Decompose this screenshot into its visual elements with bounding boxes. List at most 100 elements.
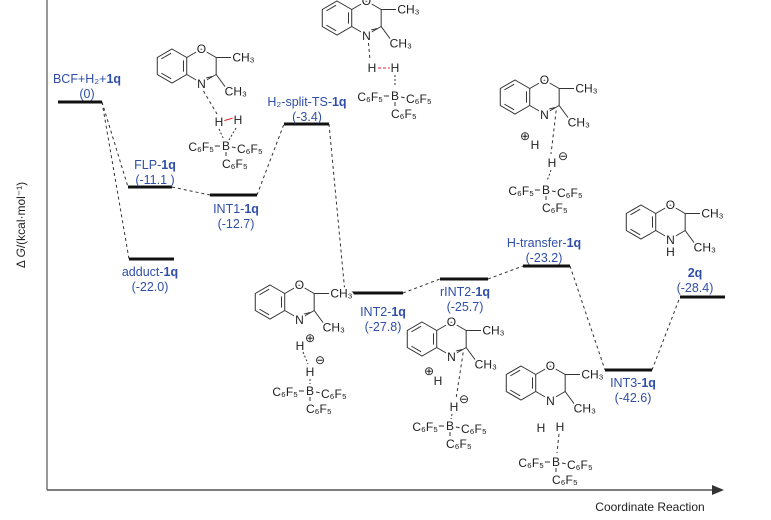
bond [351,26,367,36]
c6f5-group: C₆F₅ [406,92,432,106]
bond [351,0,367,10]
negative-charge-icon: ⊖ [558,149,568,163]
hydrogen-atom: H [556,420,565,434]
benzene-ring [505,365,537,401]
level-name-compound: 1q [164,265,179,279]
level-energy: (-12.7) [218,217,255,231]
y-label-units: /(kcal·mol⁻¹) [14,182,28,248]
c6f5-group: C₆F₅ [567,458,593,472]
bond [228,127,237,141]
bond [684,230,695,244]
oxygen-atom: O [540,73,549,87]
aromatic-double-bond [259,308,270,316]
bond [550,365,566,375]
methyl-group: CH₃ [701,207,723,221]
x-axis-label: Coordinate Reaction [595,500,704,514]
bond [550,110,557,155]
y-axis-label: Δ G/(kcal·mol⁻¹) [14,182,28,268]
level-energy: (-23.2) [526,251,563,265]
benzene-ring [321,0,353,36]
c6f5-group: C₆F₅ [552,473,578,487]
level-energy: (0) [79,87,94,101]
c6f5-group: C₆F₅ [357,90,383,104]
benzene-ring [156,48,188,84]
connector-dashed-line [256,123,285,196]
bond [451,321,467,331]
level-name-compound: 2q [688,266,703,280]
bond [655,204,671,214]
boron-atom: B [542,183,550,197]
benzene-ring [499,79,531,115]
x-axis-arrow-icon [712,485,724,495]
nitrogen-atom: N [295,313,304,327]
level-energy: (-3.4) [292,110,322,124]
aromatic-double-bond [326,4,337,12]
connectors [101,101,681,371]
benzene-ring [625,204,657,240]
level-energy: (-28.4) [677,281,714,295]
level-energy: (-11.1 ) [135,173,174,187]
level-name: H₂-split-TS-1q [267,95,346,109]
bond [535,391,551,401]
oxygen-atom: O [362,0,371,8]
nitrogen-atom: N [447,350,456,364]
methyl-group: CH₃ [574,401,596,415]
level-name: adduct-1q [122,265,178,279]
bond [551,190,558,193]
level-energy: (-25.7) [447,300,484,314]
connector-dashed-line [101,101,130,260]
level-name-prefix: H-transfer- [507,236,567,250]
bond [380,26,391,40]
methyl-group: CH₃ [568,115,590,129]
nitrogen-atom: N [197,77,206,91]
level-name-compound: 1q [332,95,347,109]
methyl-group: CH₃ [397,3,419,17]
imine-double-bond [452,349,463,353]
level-name: INT2-1q [360,305,406,319]
negative-charge-icon: ⊖ [459,392,469,406]
level-name-prefix: H₂-split-TS- [267,95,332,109]
bond [315,391,322,394]
c6f5-group: C₆F₅ [222,157,248,171]
connector-dashed-line [171,186,211,196]
bond [529,79,545,89]
bond [451,347,467,357]
oxygen-atom: O [447,315,456,329]
aromatic-double-bond [411,325,422,333]
aromatic-double-bond [510,369,521,377]
oxygen-atom: O [295,278,304,292]
hydrogen-atom: H [531,138,540,152]
bond [186,48,202,58]
axes: Δ G/(kcal·mol⁻¹) Coordinate Reaction [14,0,724,514]
c6f5-group: C₆F₅ [446,437,472,451]
imine-double-bond [300,312,311,316]
c6f5-group: C₆F₅ [542,201,568,215]
level-name-compound: 1q [106,72,121,86]
bond [203,90,218,115]
y-label-delta: Δ [14,257,28,268]
bond [535,365,551,375]
level-name: 2q [688,266,703,280]
nitrogen-atom: N [546,394,555,408]
bond [670,204,686,214]
c6f5-group: C₆F₅ [306,402,332,416]
bond [299,310,315,320]
nitrogen-atom: N [362,29,371,43]
aromatic-double-bond [259,288,270,296]
connector-dashed-line [402,278,441,294]
hydrogen-atom: H [450,400,459,414]
level-name-compound: 1q [244,202,259,216]
c6f5-group: C₆F₅ [508,184,534,198]
bond [201,74,217,84]
methyl-group: CH₃ [482,324,504,338]
c6f5-group: C₆F₅ [412,420,438,434]
level-name-prefix: rINT2- [440,285,475,299]
bond [302,351,309,365]
bond [550,391,566,401]
bond [186,74,202,84]
